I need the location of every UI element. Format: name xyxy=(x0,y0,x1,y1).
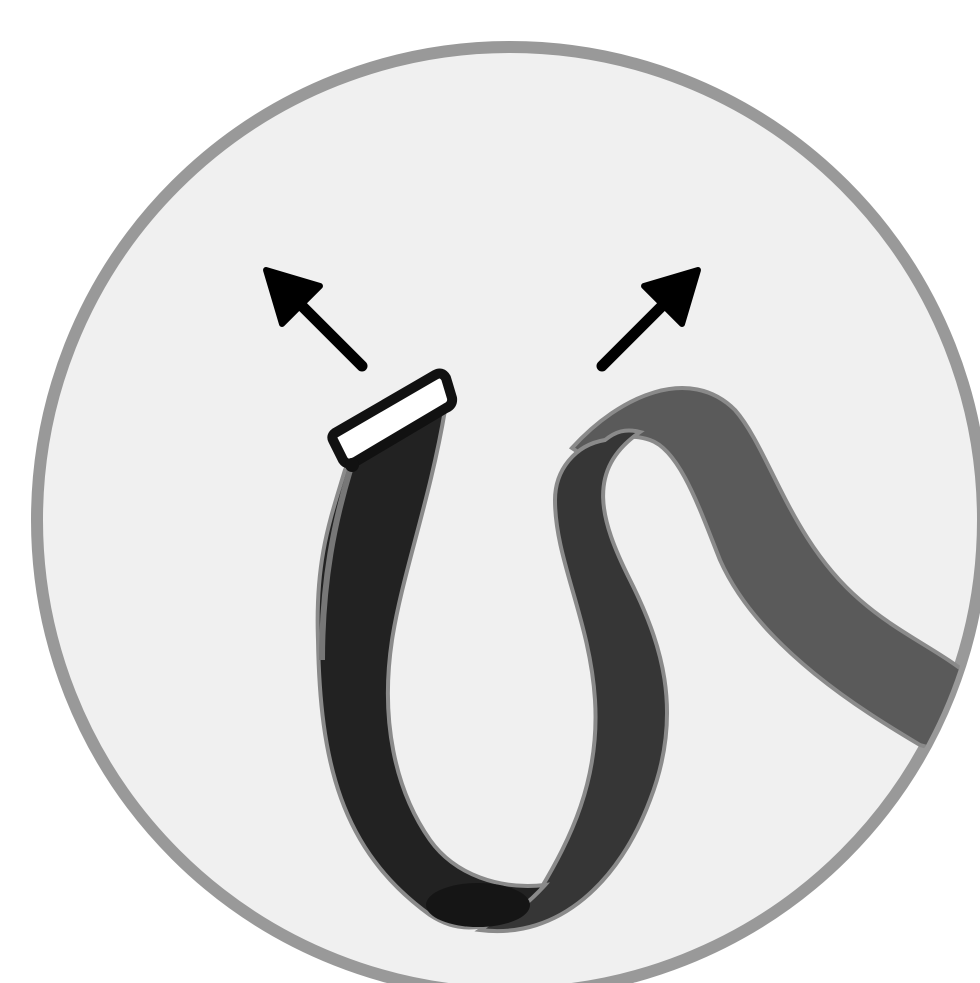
buckle-pin xyxy=(345,458,359,472)
strap-fold-shadow xyxy=(426,883,530,927)
background-circle xyxy=(37,47,980,983)
